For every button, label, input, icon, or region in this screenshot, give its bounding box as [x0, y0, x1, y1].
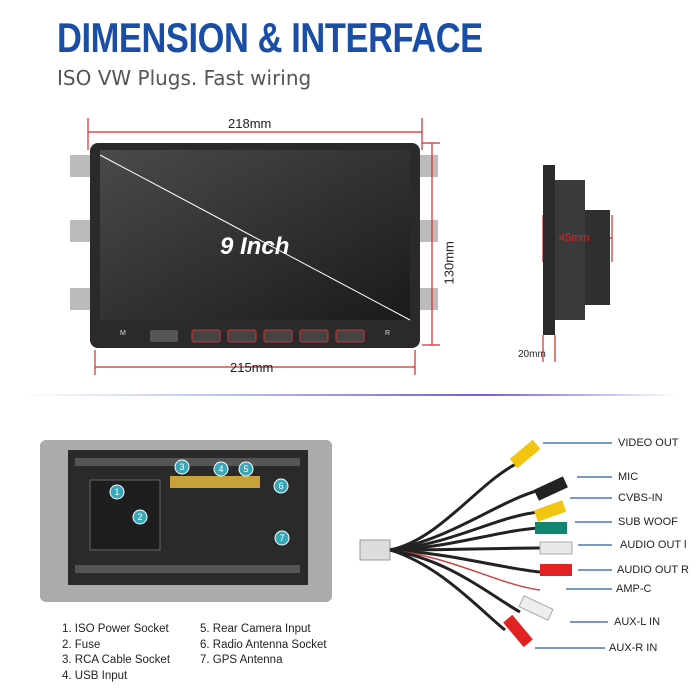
marker-7: 7: [279, 533, 284, 543]
label-aux-l-in: AUX-L IN: [614, 616, 661, 628]
button-m: M: [120, 330, 126, 337]
legend-item: 7. GPS Antenna: [200, 654, 283, 666]
button-r: R: [385, 330, 391, 337]
label-video-out: VIDEO OUT: [618, 437, 679, 449]
page-title: DIMENSION & INTERFACE: [57, 14, 483, 61]
dimension-depth: 45mm: [559, 232, 590, 244]
label-arrows: [535, 442, 612, 649]
dimension-thickness: 20mm: [518, 349, 546, 360]
dimension-top-width: 218mm: [228, 116, 272, 131]
marker-1: 1: [114, 487, 119, 497]
legend-column-1: 1. ISO Power Socket 2. Fuse 3. RCA Cable…: [62, 622, 170, 684]
divider: [20, 394, 680, 396]
marker-4: 4: [218, 464, 223, 474]
dimension-bottom-width: 215mm: [230, 360, 274, 375]
marker-2: 2: [137, 512, 142, 522]
label-amp-c: AMP-C: [616, 583, 652, 595]
label-mic: MIC: [618, 471, 639, 483]
front-buttons: [150, 329, 365, 343]
label-aux-r-in: AUX-R IN: [609, 642, 658, 654]
label-sub-woof: SUB WOOF: [618, 516, 678, 528]
page-subtitle: ISO VW Plugs. Fast wiring: [57, 66, 312, 90]
label-audio-out-l: AUDIO OUT l: [620, 539, 687, 551]
legend-item: 6. Radio Antenna Socket: [200, 638, 327, 651]
dimension-lines: [87, 118, 613, 375]
legend-column-2: 5. Rear Camera Input 6. Radio Antenna So…: [200, 622, 327, 669]
side-unit: [543, 165, 610, 335]
marker-6: 6: [278, 481, 283, 491]
markers: [109, 459, 290, 546]
cable-harness: [359, 460, 541, 632]
label-cvbs-in: CVBS-IN: [618, 492, 663, 504]
back-panel: [40, 440, 332, 602]
marker-3: 3: [179, 462, 184, 472]
legend-item: 5. Rear Camera Input: [200, 623, 311, 635]
marker-5: 5: [243, 464, 248, 474]
legend-item: 2. Fuse: [62, 638, 101, 651]
screen-size-label: 9 Inch: [220, 233, 290, 260]
legend-item: 4. USB Input: [62, 669, 128, 682]
legend-item: 1. ISO Power Socket: [62, 623, 169, 635]
dimension-height: 130mm: [441, 241, 457, 285]
label-audio-out-r: AUDIO OUT R: [617, 564, 689, 576]
rca-plugs: [503, 439, 573, 648]
front-unit: [70, 143, 438, 348]
legend-item: 3. RCA Cable Socket: [62, 654, 171, 666]
